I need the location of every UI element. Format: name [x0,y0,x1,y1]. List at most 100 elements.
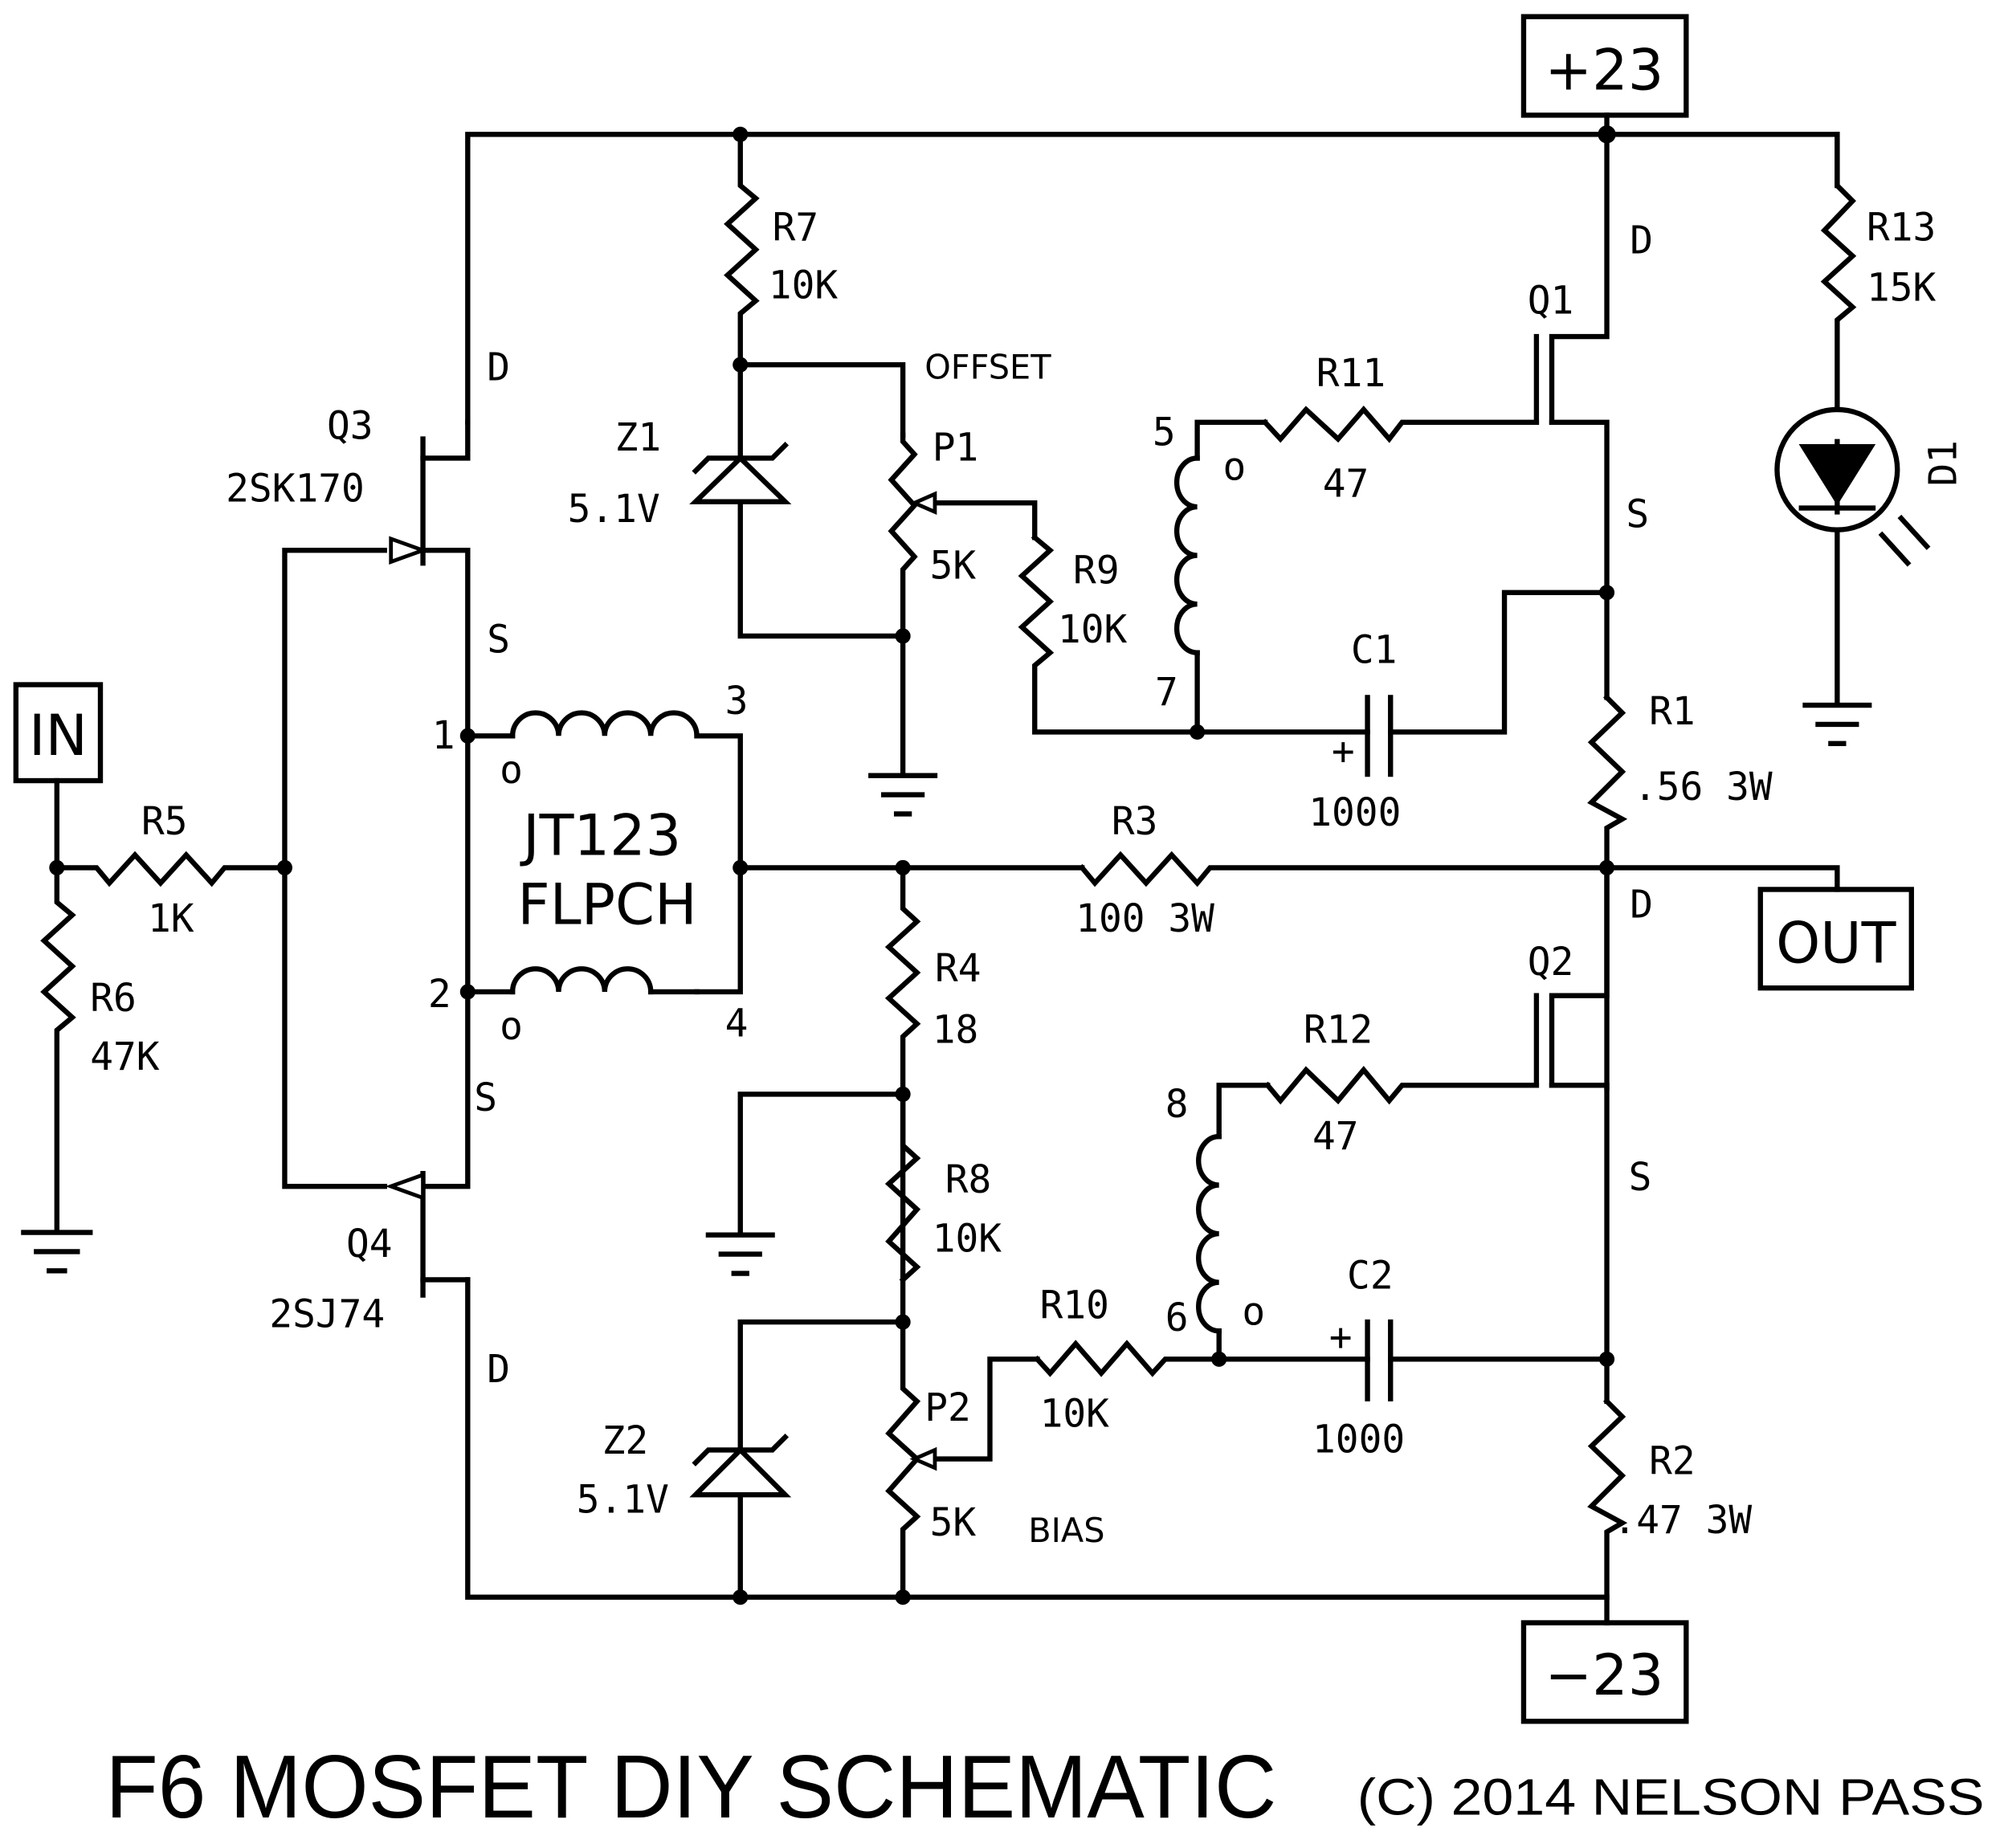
resistor-r1: R1 .56 3W [1587,690,1773,1091]
r9-value: 10K [1058,608,1128,652]
p1-value: 5K [930,544,977,588]
gate-bus-lower [282,865,387,1189]
p2-ref: P2 [924,1386,971,1430]
pin-7: 7 [1155,671,1178,715]
mosfet-q1: Q1 D S [1528,132,1653,700]
r7-ref: R7 [773,206,819,251]
r8-ref: R8 [945,1158,992,1202]
r4-value: 18 [933,1009,979,1053]
p2-function: BIAS [1028,1511,1104,1550]
q1-source-label: S [1626,493,1649,537]
schematic-title: F6 MOSFET DIY SCHEMATIC [105,1736,1276,1837]
q3-value: 2SK170 [226,467,365,512]
c1-value: 1000 [1308,791,1401,835]
resistor-r8: R8 10K [884,1091,1002,1283]
d1-ref: D1 [1922,440,1966,487]
ground-icon [1802,702,1872,747]
r6-value: 47K [90,1035,160,1079]
positive-rail [465,112,1840,426]
vpos-terminal: +23 [1520,14,1689,118]
z2-value: 5.1V [577,1479,669,1523]
z2-ref: Z2 [602,1419,649,1463]
r1-ref: R1 [1649,690,1696,734]
jfet-q3: Q3 2SK170 D S [226,345,510,739]
pin-8: 8 [1165,1083,1189,1127]
gate-bus [282,548,387,871]
r3-ref: R3 [1112,800,1158,844]
capacitor-c2: + C2 1000 [1216,1254,1610,1462]
output-terminal: OUT [1757,887,1914,991]
negative-rail [465,1277,1610,1626]
phase-dot-1: o [500,749,523,793]
resistor-r10: R10 10K [1033,1283,1222,1437]
resistor-r9: R9 10K [1018,533,1200,735]
c2-ref: C2 [1347,1254,1394,1299]
r6-ref: R6 [90,977,137,1021]
r5-value: 1K [148,897,194,941]
p2-value: 5K [930,1501,977,1545]
r13-ref: R13 [1867,206,1936,251]
junction-dots [49,125,1616,1605]
ground-icon [21,1230,93,1274]
r11-ref: R11 [1316,352,1386,396]
r13-value: 15K [1867,266,1937,310]
phase-dot-5: o [1222,446,1246,490]
r12-value: 47 [1312,1115,1359,1159]
r3-value: 100 3W [1075,897,1214,941]
r10-value: 10K [1040,1393,1110,1437]
r2-value: .47 3W [1614,1499,1753,1543]
z1-ref: Z1 [615,416,662,460]
capacitor-c1: + C1 1000 [1194,589,1610,835]
mosfet-q2: Q2 D S [1528,865,1653,1405]
c1-ref: C1 [1351,628,1398,672]
pin-4: 4 [725,1002,749,1046]
led-d1: D1 [1774,406,1966,704]
r11-value: 47 [1323,462,1369,506]
ground-icon [868,773,938,817]
r9-ref: R9 [1073,549,1120,594]
q4-value: 2SJ74 [269,1292,385,1336]
p1-function: OFFSET [924,349,1051,387]
r8-value: 10K [933,1217,1002,1261]
potentiometer-p1: OFFSET P1 5K [888,349,1051,777]
transformer-ref: JT123 [520,802,681,868]
p1-ref: P1 [933,426,979,471]
q3-drain-label: D [487,345,510,390]
input-terminal: IN [13,682,104,871]
resistor-r7: R7 10K [724,132,839,368]
pin-3: 3 [725,679,749,724]
vpos-label: +23 [1545,38,1663,104]
transformer-jt123: 1 2 3 4 o o JT123 FLPCH [428,679,748,1049]
r4-ref: R4 [935,947,982,991]
zener-z1: Z1 5.1V [568,361,906,639]
transformer-value: FLPCH [517,872,696,938]
resistor-r3: R3 100 3W [1075,800,1840,941]
input-label: IN [29,703,88,769]
winding-5-7: 5 7 o [1153,411,1268,735]
z1-value: 5.1V [568,487,660,532]
offset-wire [737,361,906,438]
resistor-r2: R2 .47 3W [1587,1397,1753,1600]
q4-drain-label: D [487,1348,510,1392]
r7-value: 10K [769,263,839,308]
potentiometer-p2: P2 5K BIAS [885,1319,1105,1600]
q3-source-label: S [487,618,510,663]
winding-8-6: 8 6 o [1165,1083,1271,1362]
r10-ref: R10 [1040,1283,1109,1328]
c2-value: 1000 [1312,1418,1405,1462]
r2-ref: R2 [1649,1440,1696,1484]
c1-polarity: + [1332,729,1355,773]
pin-6: 6 [1165,1296,1189,1340]
q1-ref: Q1 [1528,279,1574,323]
copyright-text: (C) 2014 NELSON PASS [1357,1768,1985,1826]
jfet-q4: Q4 2SJ74 D S [269,989,510,1392]
q2-drain-label: D [1630,883,1653,928]
q3-ref: Q3 [327,405,373,449]
resistor-r4: R4 18 [884,865,982,1325]
vneg-label: −23 [1545,1642,1663,1708]
pin-5: 5 [1153,411,1176,455]
pin-2: 2 [428,973,451,1017]
ground-icon [705,1232,775,1276]
resistor-r13: R13 15K [1820,132,1937,413]
